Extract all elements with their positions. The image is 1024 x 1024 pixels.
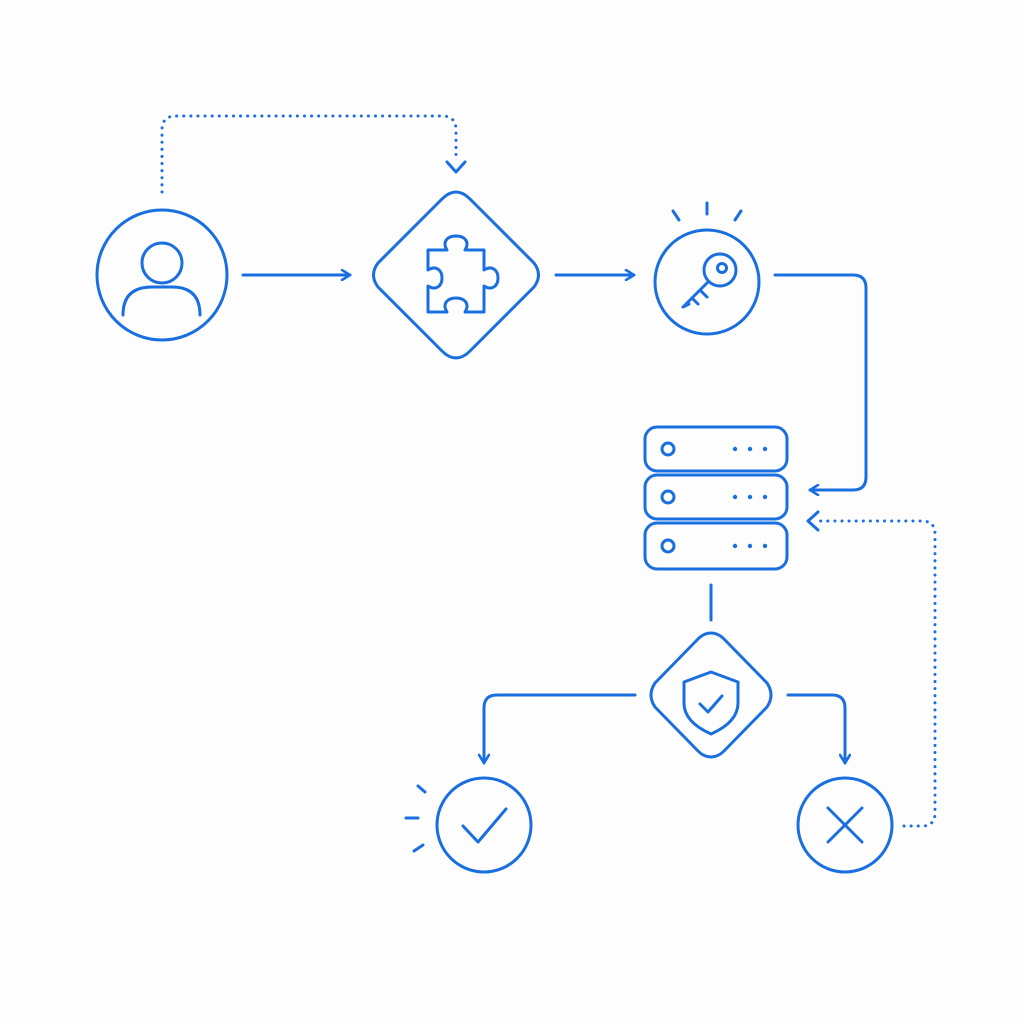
security-node[interactable]	[649, 631, 773, 759]
server-rack-icon	[643, 425, 789, 571]
key-icon	[681, 252, 738, 309]
x-icon	[826, 806, 864, 844]
success-node[interactable]	[404, 776, 533, 874]
shield-check-icon	[682, 670, 740, 736]
puzzle-piece-icon	[426, 234, 500, 314]
edge-security-to-failure	[786, 693, 845, 765]
key-node[interactable]	[653, 201, 761, 336]
edge-key-to-server	[773, 273, 868, 490]
edge-security-to-success	[484, 693, 637, 765]
user-node[interactable]	[95, 208, 229, 342]
failure-node[interactable]	[796, 776, 894, 874]
edge-failure-to-server-dotted-arrowhead	[806, 510, 820, 532]
user-icon	[121, 241, 202, 317]
plugin-node[interactable]	[372, 190, 540, 360]
edge-failure-to-server-dotted	[818, 519, 937, 828]
sparkle-icon	[671, 201, 743, 222]
edge-user-to-plugin-dotted-arrowhead	[445, 160, 467, 174]
checkmark-icon	[461, 807, 508, 844]
edge-user-to-plugin-dotted	[160, 114, 458, 194]
server-node[interactable]	[643, 425, 789, 571]
sparkle-icon	[404, 784, 427, 853]
